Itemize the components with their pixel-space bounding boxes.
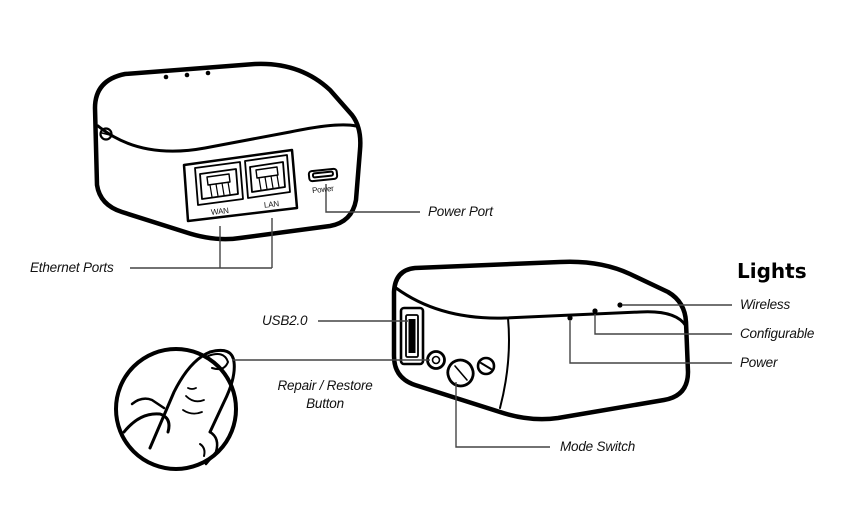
usb-label: USB2.0 <box>262 313 308 328</box>
router-front-top-edge <box>394 286 688 328</box>
power-port-icon <box>307 167 339 183</box>
router-rear-view <box>92 61 363 242</box>
light-configurable <box>592 308 598 314</box>
repair-restore-label: Repair / Restore Button <box>268 377 382 413</box>
repair-restore-line-2: Button <box>306 396 344 411</box>
wan-label: WAN <box>210 206 230 217</box>
router-front-view <box>391 259 691 422</box>
router-rear-top-edge <box>96 123 358 153</box>
wan-port-icon <box>194 161 244 206</box>
light-power <box>567 315 573 321</box>
lan-port-icon <box>244 154 291 199</box>
router-rear-light-3 <box>205 70 211 76</box>
router-rear-body <box>92 61 363 242</box>
router-front-screw-icon <box>476 356 496 376</box>
repair-restore-line-1: Repair / Restore <box>277 378 373 393</box>
router-rear-light-1 <box>163 74 169 80</box>
mode-switch-label: Mode Switch <box>560 439 636 454</box>
wireless-label: Wireless <box>740 297 791 312</box>
callout-lines <box>130 184 732 448</box>
hand-press-icon <box>114 347 238 471</box>
leader-power-port <box>325 184 420 213</box>
configurable-label: Configurable <box>740 326 815 341</box>
leader-mode-switch <box>455 382 550 448</box>
router-front-body <box>391 259 691 422</box>
lights-heading: Lights <box>737 259 807 283</box>
router-rear-light-2 <box>184 72 190 78</box>
power-light-label: Power <box>740 355 778 370</box>
ethernet-panel <box>182 148 299 223</box>
leader-ethernet <box>130 218 273 269</box>
mode-switch-icon <box>446 358 475 388</box>
lan-label: LAN <box>263 199 280 210</box>
router-rear-screw-icon <box>99 127 113 141</box>
usb-port-icon <box>399 306 425 366</box>
light-wireless <box>617 302 623 308</box>
power-port-label: Power Port <box>428 204 493 219</box>
ethernet-ports-label: Ethernet Ports <box>30 260 114 275</box>
leader-power-light <box>569 321 732 364</box>
leader-configurable <box>594 314 732 335</box>
